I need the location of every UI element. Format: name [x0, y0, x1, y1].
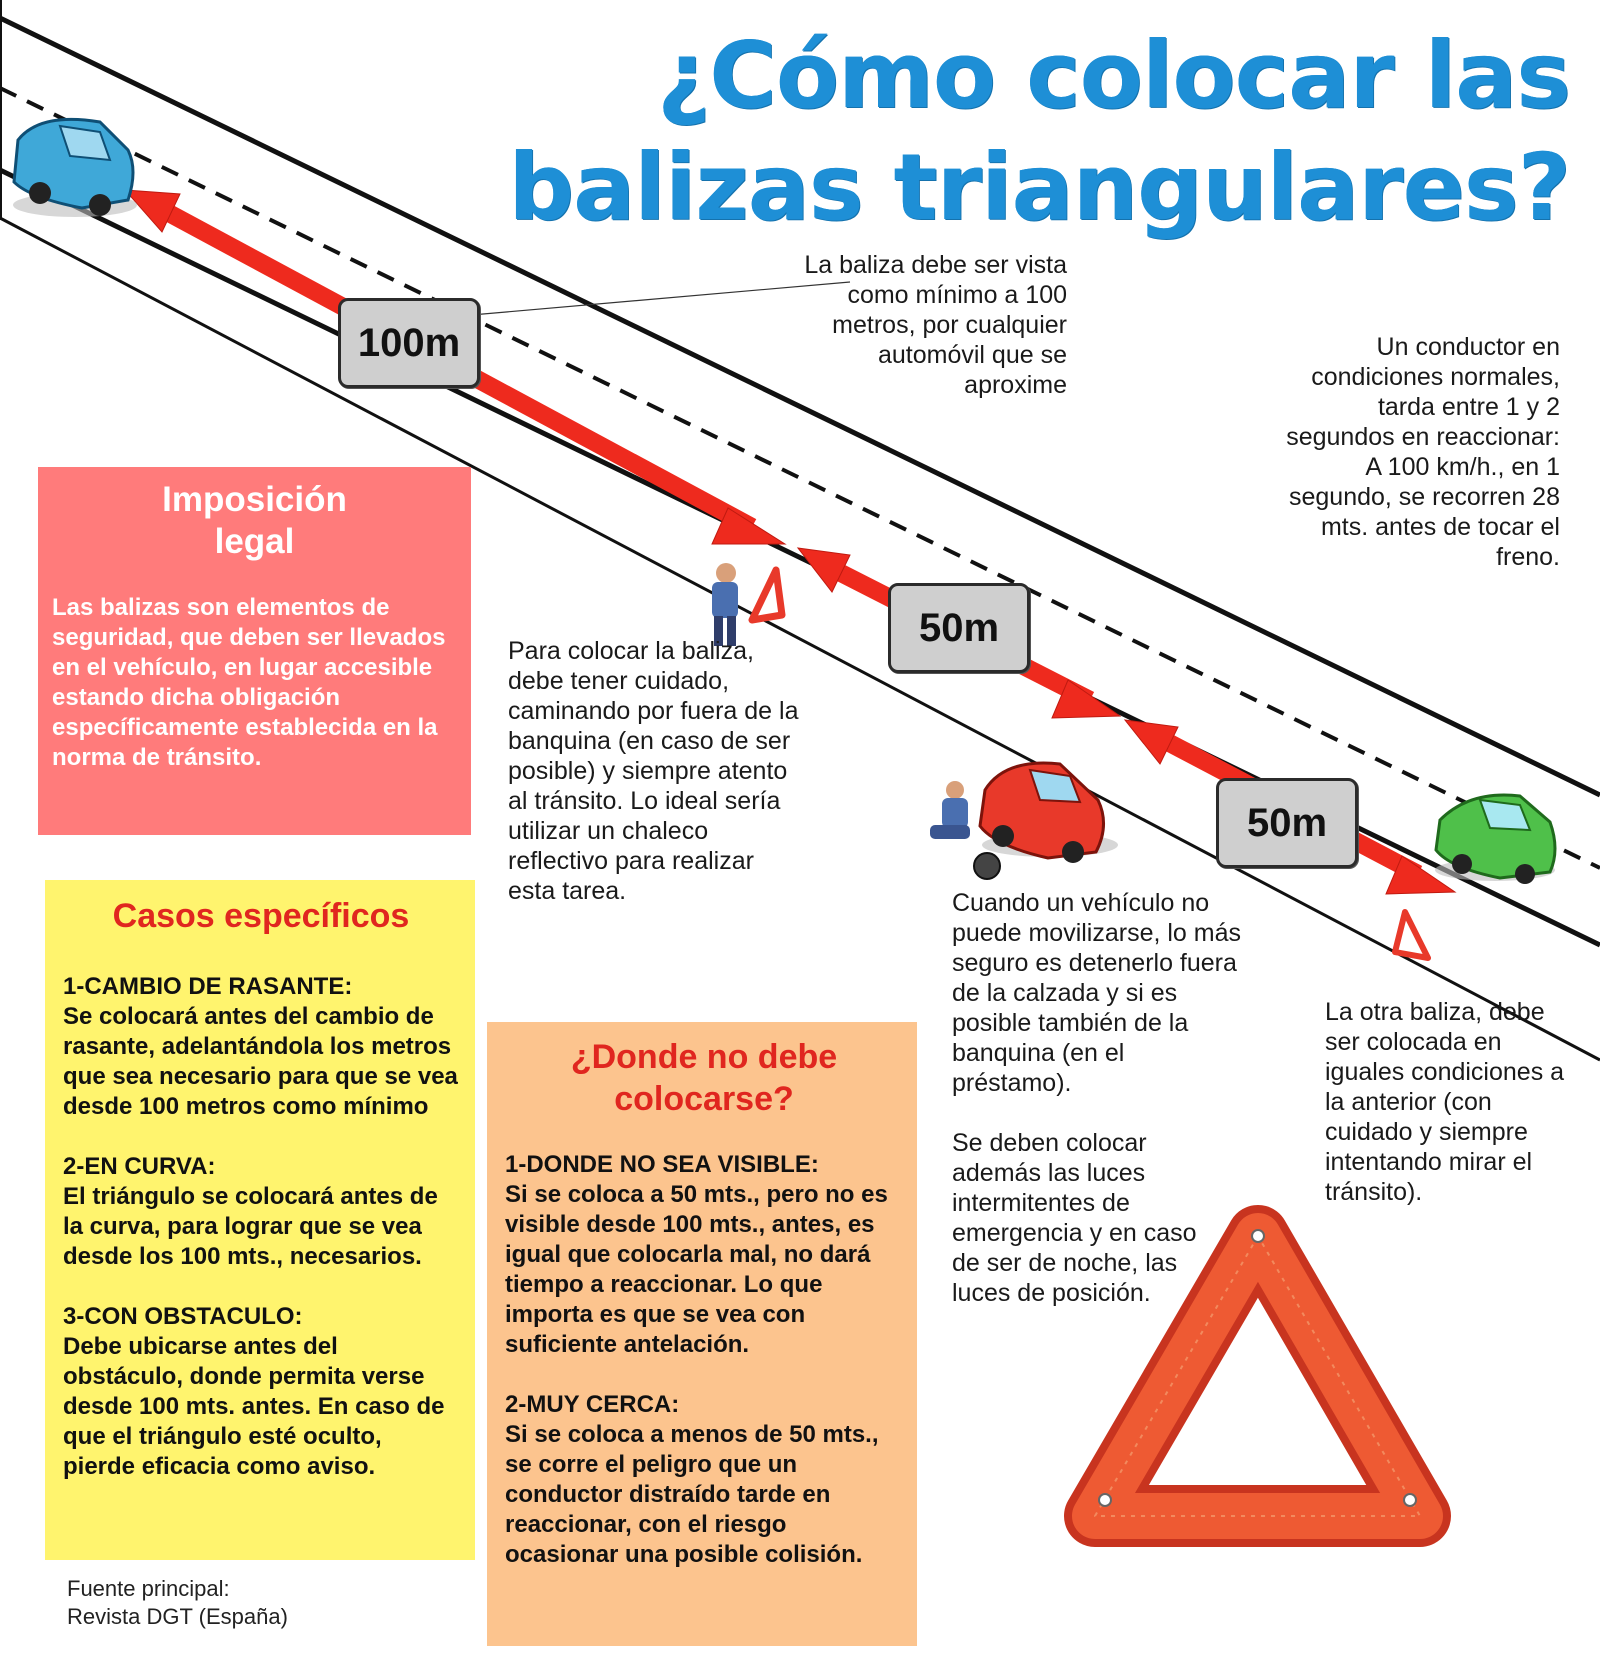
where-not-to-place-panel: ¿Donde no debe colocarse? 1-DONDE NO SEA… — [487, 1022, 917, 1646]
callout-visible-100m: La baliza debe ser vista como mínimo a 1… — [804, 251, 1067, 399]
small-triangle-icon-right — [1392, 909, 1431, 961]
where-not-item-title: 1-DONDE NO SEA VISIBLE: — [505, 1151, 819, 1178]
road-shoulder-edge — [0, 216, 1600, 1062]
source-credit: Fuente principal: Revista DGT (España) — [67, 1575, 288, 1631]
where-not-item: 1-DONDE NO SEA VISIBLE: Si se coloca a 5… — [505, 1150, 903, 1360]
distance-label-100m: 100m — [338, 298, 480, 388]
callout-placing-beacon: Para colocar la baliza, debe tener cuida… — [508, 637, 799, 905]
legal-requirement-panel: Imposición legal Las balizas son element… — [38, 467, 471, 835]
road-center-dashed — [0, 86, 1600, 870]
where-not-item-text: Si se coloca a menos de 50 mts., se corr… — [505, 1421, 879, 1568]
warning-triangle-icon — [1064, 1205, 1451, 1547]
title-line-2: balizas triangulares? — [508, 134, 1571, 241]
case-item-title: 2-EN CURVA: — [63, 1153, 216, 1180]
legal-body: Las balizas son elementos de seguridad, … — [52, 594, 446, 771]
distance-label-50m-second: 50m — [1216, 778, 1358, 868]
case-item-title: 1-CAMBIO DE RASANTE: — [63, 973, 353, 1000]
where-not-item-text: Si se coloca a 50 mts., pero no es visib… — [505, 1181, 888, 1358]
road-edge-top — [0, 15, 1600, 798]
callout-emergency-lights: Se deben colocar además las luces interm… — [952, 1129, 1197, 1307]
source-line-1: Fuente principal: — [67, 1576, 230, 1601]
source-line-2: Revista DGT (España) — [67, 1604, 288, 1629]
where-not-heading: ¿Donde no debe colocarse? — [570, 1038, 838, 1118]
callout-other-beacon: La otra baliza, debe ser colocada en igu… — [1325, 998, 1565, 1206]
case-item-text: Debe ubicarse antes del obstáculo, donde… — [63, 1333, 445, 1480]
callout-stopped-vehicle: Cuando un vehículo no puede movilizarse,… — [952, 889, 1242, 1097]
case-item-text: El triángulo se colocará antes de la cur… — [63, 1183, 438, 1270]
case-item-text: Se colocará antes del cambio de rasante,… — [63, 1003, 458, 1120]
case-item: 3-CON OBSTACULO: Debe ubicarse antes del… — [63, 1302, 459, 1482]
callout-reaction-time: Un conductor en condiciones normales, ta… — [1286, 333, 1560, 571]
mechanic-person-icon — [930, 781, 970, 839]
small-triangle-icon — [748, 566, 786, 624]
blue-car-icon — [12, 117, 137, 217]
where-not-item-title: 2-MUY CERCA: — [505, 1391, 680, 1418]
page-title: ¿Cómo colocar las balizas triangulares? — [470, 20, 1571, 244]
title-line-1: ¿Cómo colocar las — [656, 22, 1571, 129]
specific-cases-panel: Casos específicos 1-CAMBIO DE RASANTE: S… — [45, 880, 475, 1560]
red-car-icon — [973, 761, 1118, 880]
where-not-item: 2-MUY CERCA: Si se coloca a menos de 50 … — [505, 1390, 903, 1570]
legal-heading: Imposición legal — [162, 480, 347, 561]
green-car-icon — [1434, 793, 1557, 884]
case-item: 2-EN CURVA: El triángulo se colocará ant… — [63, 1152, 459, 1272]
case-item-title: 3-CON OBSTACULO: — [63, 1303, 303, 1330]
case-item: 1-CAMBIO DE RASANTE: Se colocará antes d… — [63, 972, 459, 1122]
specific-cases-heading: Casos específicos — [112, 897, 410, 935]
callout-pointer-line — [459, 281, 851, 317]
walking-person-icon — [712, 563, 738, 646]
distance-label-50m-first: 50m — [888, 583, 1030, 673]
